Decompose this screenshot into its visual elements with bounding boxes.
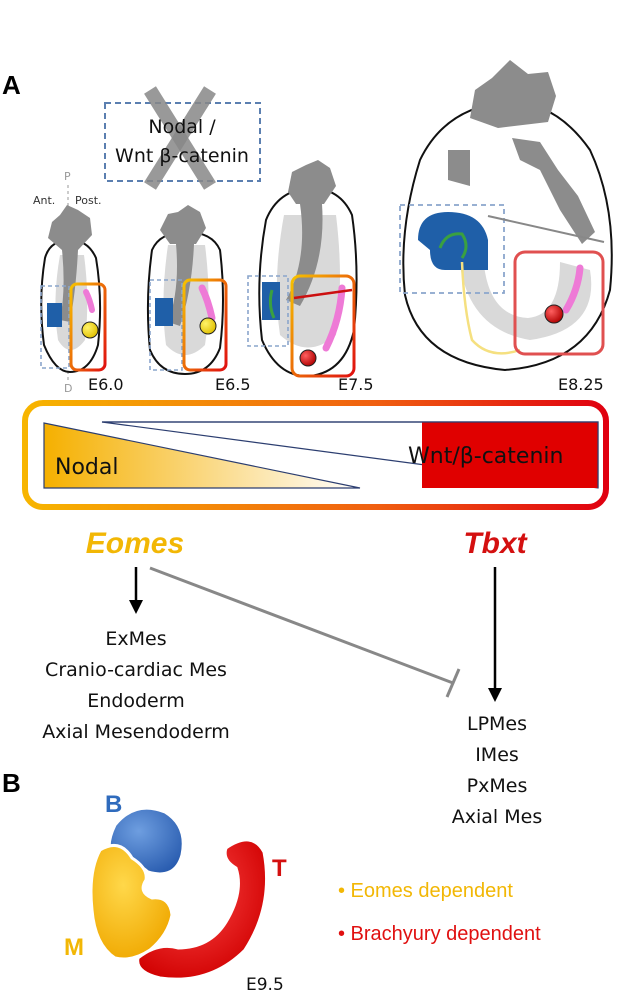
axis-anterior-label: Ant. [33, 194, 55, 207]
heart-label-b: B [105, 791, 122, 818]
heart-tube-diagram: B T M E9.5 [64, 791, 287, 995]
knockout-line-2: Wnt β-catenin [115, 145, 249, 167]
stage-label: E6.0 [88, 375, 124, 394]
eomes-target: ExMes [105, 628, 166, 650]
heart-stage-label: E9.5 [246, 975, 284, 995]
embryo-e6-5 [146, 205, 228, 376]
axis-d-label: D [64, 382, 72, 395]
heart-label-m: M [64, 934, 84, 961]
stage-label: E7.5 [338, 375, 374, 394]
embryo-e8-25 [399, 60, 613, 372]
wnt-label: Wnt/β-catenin [408, 444, 563, 469]
eomes-target: Cranio-cardiac Mes [45, 659, 227, 681]
embryo-e6-0 [40, 205, 107, 374]
panel-label-a: A [2, 70, 21, 100]
signaling-gradient-panel: Nodal Wnt/β-catenin [22, 400, 609, 510]
axis-p-label: P [64, 170, 71, 183]
stage-label: E8.25 [558, 375, 604, 394]
eomes-target: Axial Mesendoderm [42, 721, 230, 743]
gene-tbxt: Tbxt [463, 527, 528, 560]
tbxt-target: PxMes [467, 775, 528, 797]
red-region [136, 838, 269, 981]
wnt-high-block [422, 422, 598, 488]
panel-label-b: B [2, 768, 21, 798]
nodal-label: Nodal [55, 455, 118, 480]
axis-posterior-label: Post. [75, 194, 102, 207]
nodal-gradient-wedge [43, 422, 361, 489]
heart-label-t: T [272, 855, 287, 882]
tbxt-target: IMes [475, 744, 519, 766]
tbxt-arrow [488, 567, 502, 702]
eomes-arrow [129, 567, 143, 614]
eomes-target: Endoderm [87, 690, 184, 712]
knockout-line-1: Nodal / [148, 116, 216, 138]
yellow-region [89, 844, 174, 961]
stage-label: E6.5 [215, 375, 251, 394]
eomes-inhibits-tbxt [149, 566, 461, 698]
tbxt-target: LPMes [467, 713, 527, 735]
nodal-wnt-knockout-box: Nodal / Wnt β-catenin [104, 86, 261, 190]
tbxt-target: Axial Mes [452, 806, 542, 828]
legend-eomes-dependent: • Eomes dependent [338, 880, 513, 902]
embryo-e7-5 [247, 160, 358, 378]
legend-brachyury-dependent: • Brachyury dependent [338, 923, 541, 945]
gene-eomes: Eomes [86, 527, 184, 560]
